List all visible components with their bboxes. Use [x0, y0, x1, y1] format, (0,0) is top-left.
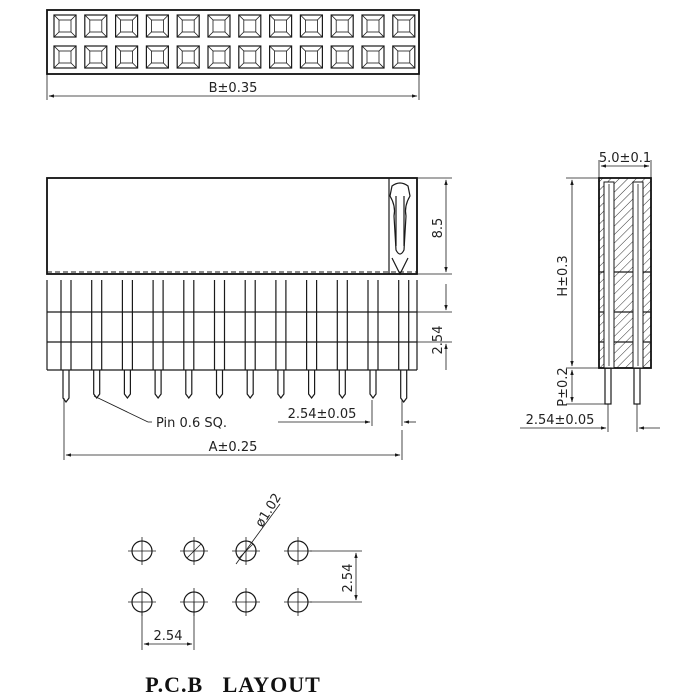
top-contact-cell	[238, 14, 262, 38]
top-contact-cell	[238, 45, 262, 69]
top-contact-cell	[392, 14, 416, 38]
top-contact-cell	[145, 14, 169, 38]
pcb-pitch-horizontal-label: 2.54	[154, 629, 183, 644]
top-view-contacts	[53, 14, 416, 69]
front-pin	[60, 280, 72, 403]
top-contact-cell	[361, 14, 385, 38]
top-contact-cell	[53, 45, 77, 69]
front-pin	[121, 280, 133, 399]
top-contact-cell	[269, 14, 293, 38]
front-pin	[336, 280, 348, 399]
front-pin	[306, 280, 318, 399]
dim-8-5-label: 8.5	[431, 218, 446, 239]
dim-width-side-label: 5.0±0.1	[599, 151, 651, 166]
top-view: B±0.35	[46, 9, 420, 100]
front-pin	[398, 280, 410, 403]
hole-diameter-label: ø1.02	[253, 491, 285, 530]
dim-pitch-front-label: 2.54±0.05	[288, 407, 357, 422]
front-pin	[91, 280, 103, 399]
front-pin	[183, 280, 195, 399]
pcb-layout: ø1.02 2.54 2.54 P.C.B LAYOUT	[128, 491, 362, 697]
side-view: 5.0±0.1 H±0.3 P±0.2 2.54±0.05	[520, 151, 660, 432]
pin-size-label: Pin 0.6 SQ.	[156, 416, 227, 431]
top-contact-cell	[330, 14, 354, 38]
top-contact-cell	[392, 45, 416, 69]
pcb-hole	[284, 537, 312, 565]
top-contact-cell	[53, 14, 77, 38]
top-contact-cell	[207, 14, 231, 38]
top-contact-cell	[176, 45, 200, 69]
top-contact-cell	[114, 45, 139, 69]
pcb-hole	[180, 537, 208, 565]
front-pin	[275, 280, 287, 399]
pcb-hole	[284, 588, 312, 616]
dim-pitch-side-label: 2.54±0.05	[526, 413, 595, 428]
contact-section	[388, 178, 411, 276]
top-contact-cell	[84, 14, 108, 38]
pcb-hole	[128, 537, 156, 565]
front-view: 8.5 2.54 Pin 0.6 SQ. 2.54±0.05 A±0.25	[46, 177, 452, 460]
front-pins	[60, 280, 410, 403]
pcb-layout-title: P.C.B LAYOUT	[145, 672, 321, 697]
top-contact-cell	[114, 14, 139, 38]
top-contact-cell	[145, 45, 169, 69]
pcb-holes	[128, 537, 312, 616]
top-contact-cell	[207, 45, 231, 69]
top-contact-cell	[299, 14, 323, 38]
dim-h-label: H±0.3	[556, 255, 571, 296]
top-contact-cell	[330, 45, 354, 69]
front-pin	[367, 280, 379, 399]
top-contact-cell	[361, 45, 385, 69]
dim-2-54-vertical-label: 2.54	[431, 326, 446, 355]
front-pin	[244, 280, 256, 399]
dim-b-label: B±0.35	[209, 81, 258, 96]
front-pin	[152, 280, 164, 399]
pcb-hole	[232, 588, 260, 616]
front-pin	[213, 280, 226, 399]
dim-p-label: P±0.2	[556, 367, 571, 406]
dim-a-label: A±0.25	[209, 440, 258, 455]
top-contact-cell	[269, 45, 293, 69]
top-contact-cell	[176, 14, 200, 38]
pcb-pitch-vertical-label: 2.54	[341, 564, 356, 593]
top-contact-cell	[84, 45, 108, 69]
top-contact-cell	[299, 45, 323, 69]
